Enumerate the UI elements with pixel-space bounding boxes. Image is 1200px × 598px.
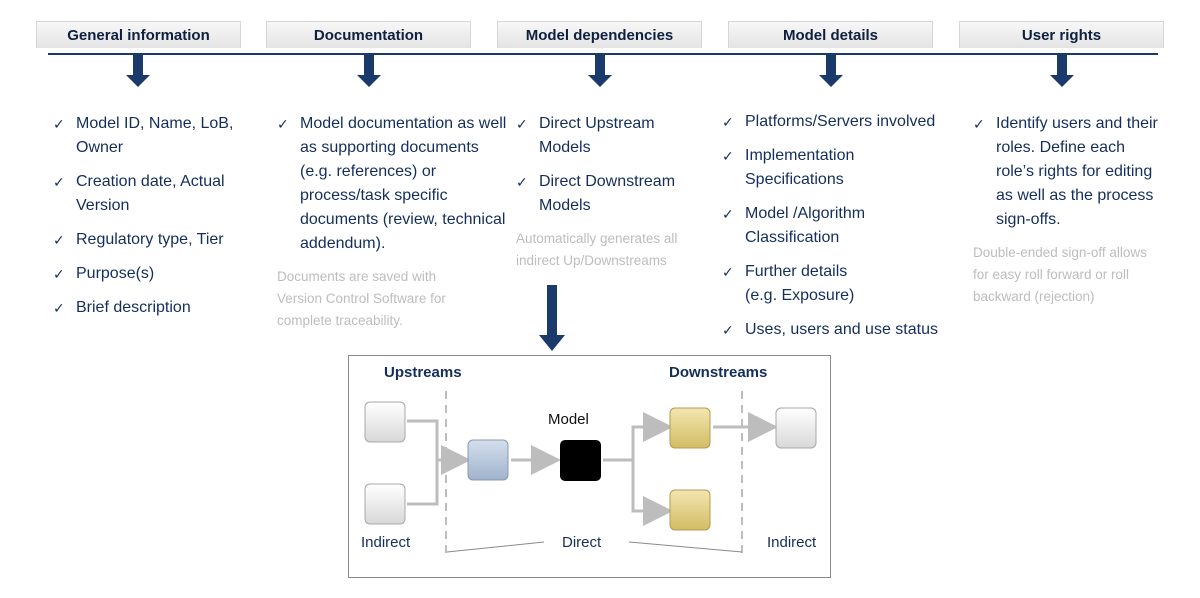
tab-label: Model dependencies <box>525 26 674 44</box>
list-item: ✓ Purpose(s) <box>53 262 253 286</box>
down-arrow-icon <box>588 55 612 87</box>
item-text: Model /Algorithm Classification <box>745 205 866 246</box>
indirect-right-label: Indirect <box>767 534 817 551</box>
item-text: Model documentation as well as supportin… <box>300 115 507 252</box>
tab-general-information: General information <box>36 21 241 48</box>
check-icon: ✓ <box>973 116 985 132</box>
list-item: ✓ Platforms/Servers involved <box>722 110 952 134</box>
list-item: ✓ Brief description <box>53 296 253 320</box>
check-icon: ✓ <box>53 266 65 282</box>
list-item: ✓ Model documentation as well as supporti… <box>277 112 507 256</box>
down-arrow-icon <box>539 285 565 351</box>
list-item: ✓ Creation date, Actual Version <box>53 170 253 218</box>
check-icon: ✓ <box>722 148 734 164</box>
tab-model-dependencies: Model dependencies <box>497 21 702 48</box>
item-text: Purpose(s) <box>76 265 155 282</box>
item-text: Direct Downstream Models <box>539 173 676 214</box>
list-item: ✓ Further details (e.g. Exposure) <box>722 260 952 308</box>
diagram-graphic <box>364 391 817 556</box>
direct-label: Direct <box>562 534 602 551</box>
tab-label: Model details <box>782 26 879 44</box>
check-icon: ✓ <box>53 300 65 316</box>
tab-user-rights: User rights <box>959 21 1164 48</box>
item-text: Direct Upstream Models <box>539 115 655 156</box>
indirect-upstream-box <box>364 483 406 525</box>
tab-label: Documentation <box>313 26 424 44</box>
dependency-diagram: Upstreams Downstreams Model Indirect Dir… <box>348 355 831 578</box>
list-item: ✓ Implementation Specifications <box>722 144 952 192</box>
upstreams-label: Upstreams <box>384 364 462 381</box>
check-icon: ✓ <box>722 264 734 280</box>
item-text: Model ID, Name, LoB, Owner <box>76 115 234 156</box>
column-note: Double-ended sign-off allows for easy ro… <box>973 245 1147 304</box>
down-arrow-icon <box>819 55 843 87</box>
item-text: Platforms/Servers involved <box>745 113 936 130</box>
list-item: ✓ Model ID, Name, LoB, Owner <box>53 112 253 160</box>
column-note: Documents are saved with Version Control… <box>277 269 446 328</box>
check-icon: ✓ <box>53 174 65 190</box>
model-label: Model <box>548 411 589 428</box>
item-text: Creation date, Actual Version <box>76 173 225 214</box>
indirect-upstream-box <box>364 401 406 443</box>
tab-documentation: Documentation <box>266 21 471 48</box>
check-icon: ✓ <box>53 232 65 248</box>
column-note: Automatically generates all indirect Up/… <box>516 231 678 268</box>
down-arrow-icon <box>357 55 381 87</box>
direct-downstream-box <box>669 407 711 449</box>
item-text: Implementation Specifications <box>745 147 855 188</box>
check-icon: ✓ <box>722 322 734 338</box>
check-icon: ✓ <box>722 114 734 130</box>
check-icon: ✓ <box>277 116 289 132</box>
item-text: Identify users and their roles. Define e… <box>996 115 1158 228</box>
item-text: Uses, users and use status <box>745 321 938 338</box>
list-item: ✓ Identify users and their roles. Define … <box>973 112 1158 232</box>
check-icon: ✓ <box>722 206 734 222</box>
column-general-information: ✓ Model ID, Name, LoB, Owner ✓ Creation da… <box>53 112 253 330</box>
column-model-details: ✓ Platforms/Servers involved ✓ Implementat… <box>722 110 952 352</box>
check-icon: ✓ <box>516 116 528 132</box>
list-item: ✓ Model /Algorithm Classification <box>722 202 952 250</box>
indirect-downstream-box <box>775 407 817 449</box>
direct-downstream-box <box>669 489 711 531</box>
tab-label: General information <box>67 26 210 44</box>
list-item: ✓ Regulatory type, Tier <box>53 228 253 252</box>
direct-upstream-box <box>467 439 509 481</box>
check-icon: ✓ <box>516 174 528 190</box>
tab-label: User rights <box>1021 26 1102 44</box>
column-documentation: ✓ Model documentation as well as supporti… <box>277 112 507 332</box>
model-box <box>560 440 601 481</box>
downstreams-label: Downstreams <box>669 364 768 381</box>
item-text: Regulatory type, Tier <box>76 231 224 248</box>
header-rule <box>48 53 1158 55</box>
list-item: ✓ Uses, users and use status <box>722 318 952 342</box>
check-icon: ✓ <box>53 116 65 132</box>
tab-model-details: Model details <box>728 21 933 48</box>
column-user-rights: ✓ Identify users and their roles. Define … <box>973 112 1158 308</box>
list-item: ✓ Direct Downstream Models <box>516 170 706 218</box>
item-text: Further details (e.g. Exposure) <box>745 263 855 304</box>
indirect-left-label: Indirect <box>361 534 411 551</box>
list-item: ✓ Direct Upstream Models <box>516 112 706 160</box>
item-text: Brief description <box>76 299 191 316</box>
down-arrow-icon <box>126 55 150 87</box>
down-arrow-icon <box>1050 55 1074 87</box>
column-model-dependencies: ✓ Direct Upstream Models ✓ Direct Downstre… <box>516 112 706 272</box>
